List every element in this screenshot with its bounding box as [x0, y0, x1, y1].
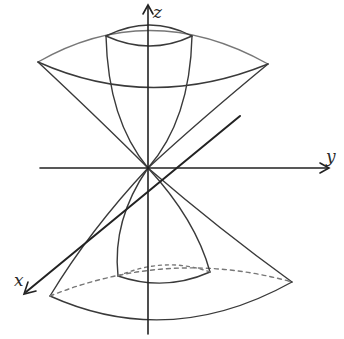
axis-label: x	[14, 272, 24, 289]
axis-label: z	[153, 4, 162, 21]
axis-label: y	[326, 148, 336, 165]
